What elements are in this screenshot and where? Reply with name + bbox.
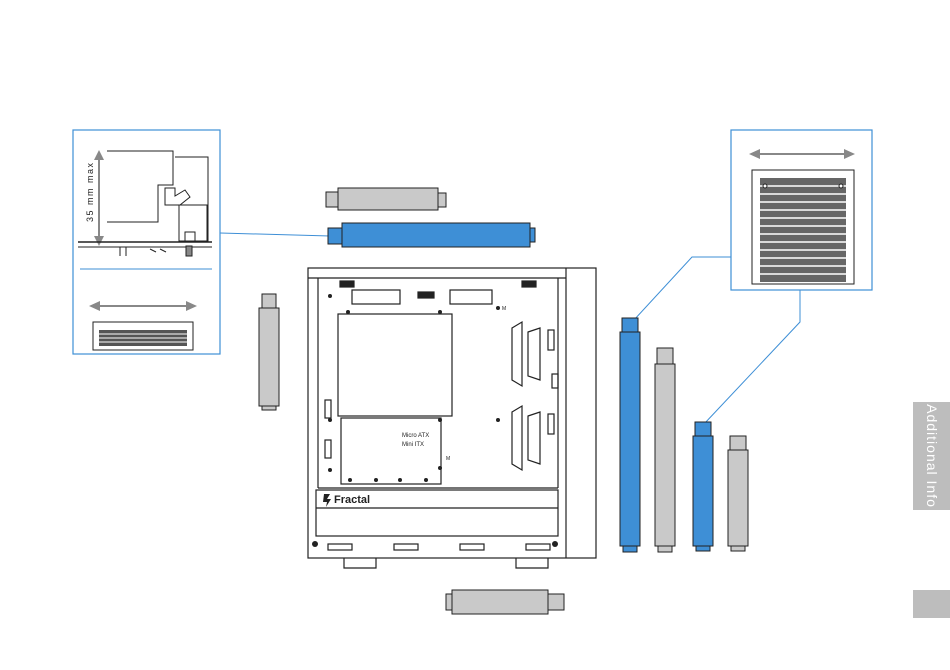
additional-info-tab[interactable]: Additional Info (913, 402, 950, 510)
front-radiator-gray-tall (655, 348, 675, 552)
callout-line-left (220, 233, 330, 236)
front-radiator-left-gray (259, 294, 279, 410)
height-label: 35 mm max (85, 161, 95, 222)
brand-name: Fractal (334, 494, 370, 506)
callout-line-right-lower (704, 290, 800, 424)
top-radiator-blue (328, 223, 535, 247)
board-label-itx: Mini ITX (402, 442, 424, 448)
callout-line-right-upper (634, 257, 731, 320)
marker-m-2: M (446, 456, 450, 462)
right-inset-box (731, 130, 872, 290)
bottom-radiator-gray (446, 590, 564, 614)
left-inset-box: 35 mm max (73, 130, 220, 354)
board-label-matx: Micro ATX (402, 433, 429, 439)
front-radiator-blue-tall (620, 318, 640, 552)
page-marker-tab (913, 590, 950, 618)
front-radiator-gray-short (728, 436, 748, 551)
large-radiator (752, 170, 854, 284)
additional-info-label: Additional Info (924, 404, 940, 508)
pc-case (308, 268, 596, 568)
front-radiator-blue-short (693, 422, 713, 551)
small-radiator (93, 322, 193, 350)
marker-m-1: M (502, 306, 506, 312)
top-radiator-gray (326, 188, 446, 210)
